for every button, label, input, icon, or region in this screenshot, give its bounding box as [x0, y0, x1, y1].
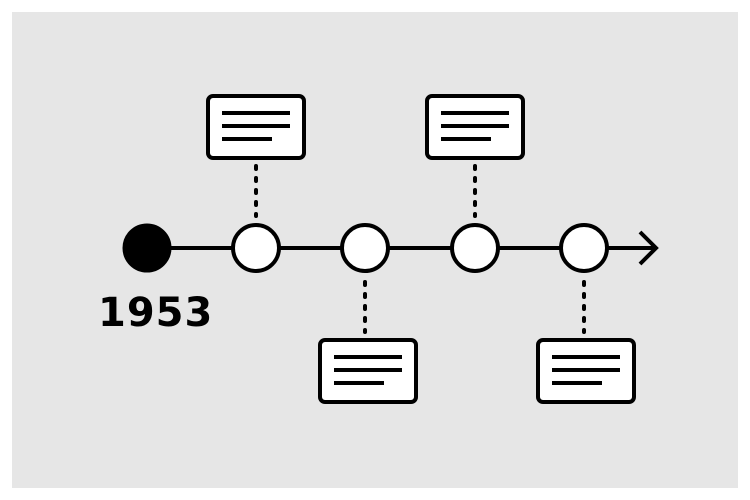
text-lines-icon: [441, 111, 509, 141]
note-card-4: [536, 338, 636, 404]
note-card-2: [318, 338, 418, 404]
text-lines-icon: [552, 355, 620, 385]
timeline-node-4: [559, 223, 609, 273]
note-card-3: [425, 94, 525, 160]
text-lines-icon: [222, 111, 290, 141]
timeline-node-1: [231, 223, 281, 273]
start-year-label: 1953: [98, 290, 213, 336]
arrow-right-icon: [638, 230, 659, 266]
note-card-1: [206, 94, 306, 160]
timeline-node-3: [450, 223, 500, 273]
timeline-start-node: [122, 223, 172, 273]
text-lines-icon: [334, 355, 402, 385]
timeline-node-2: [340, 223, 390, 273]
